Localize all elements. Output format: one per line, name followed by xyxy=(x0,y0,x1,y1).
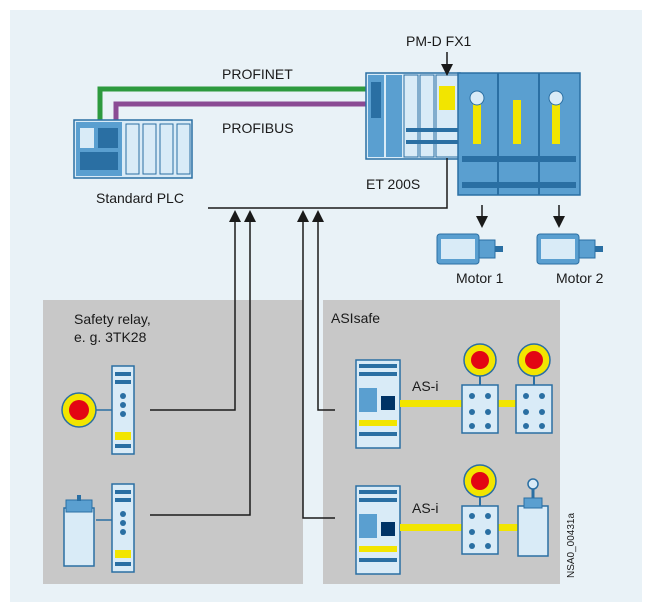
asi2-signal-arrow xyxy=(297,210,335,519)
relay2-signal-arrow xyxy=(150,210,256,516)
motor-icon xyxy=(436,233,503,265)
asi-bus-bottom xyxy=(400,524,518,531)
et200s-label: ET 200S xyxy=(366,176,421,192)
profinet-label: PROFINET xyxy=(222,66,293,82)
estop-icon xyxy=(463,464,497,498)
motor1-label: Motor 1 xyxy=(456,270,504,286)
estop-icon xyxy=(463,343,497,377)
asi-bus-bottom-label: AS-i xyxy=(412,500,439,516)
estop-icon xyxy=(61,392,97,428)
plc-icon xyxy=(73,119,193,179)
safety-relay-title: Safety relay, xyxy=(74,311,151,327)
relay1-signal-arrow xyxy=(150,210,241,411)
safety-relay-subtitle: e. g. 3TK28 xyxy=(74,329,147,345)
estop-icon xyxy=(517,343,551,377)
asi-master-icon xyxy=(355,485,401,575)
asisafe-title: ASIsafe xyxy=(331,310,381,326)
motor-starter-group xyxy=(457,72,581,196)
profibus-cable xyxy=(113,101,368,122)
profibus-label: PROFIBUS xyxy=(222,120,294,136)
et200s-icon xyxy=(365,72,461,160)
pmd-label: PM-D FX1 xyxy=(406,33,472,49)
position-switch-icon xyxy=(517,478,549,557)
safety-relay-icon xyxy=(111,365,135,455)
asi-module-icon xyxy=(461,384,499,434)
motor2-label: Motor 2 xyxy=(556,270,604,286)
position-switch-icon xyxy=(63,495,95,567)
asi-module-icon xyxy=(515,384,553,434)
asi-master-icon xyxy=(355,359,401,449)
motor-icon xyxy=(536,233,603,265)
plc-label: Standard PLC xyxy=(96,190,184,206)
safety-relay-icon xyxy=(111,483,135,573)
figure-id: NSA0_00431a xyxy=(566,512,577,578)
asi-module-icon xyxy=(461,505,499,555)
asi1-signal-arrow xyxy=(312,210,335,411)
signal-bus-line xyxy=(208,158,448,209)
asi-bus-top-label: AS-i xyxy=(412,378,439,394)
profinet-cable xyxy=(97,86,368,122)
